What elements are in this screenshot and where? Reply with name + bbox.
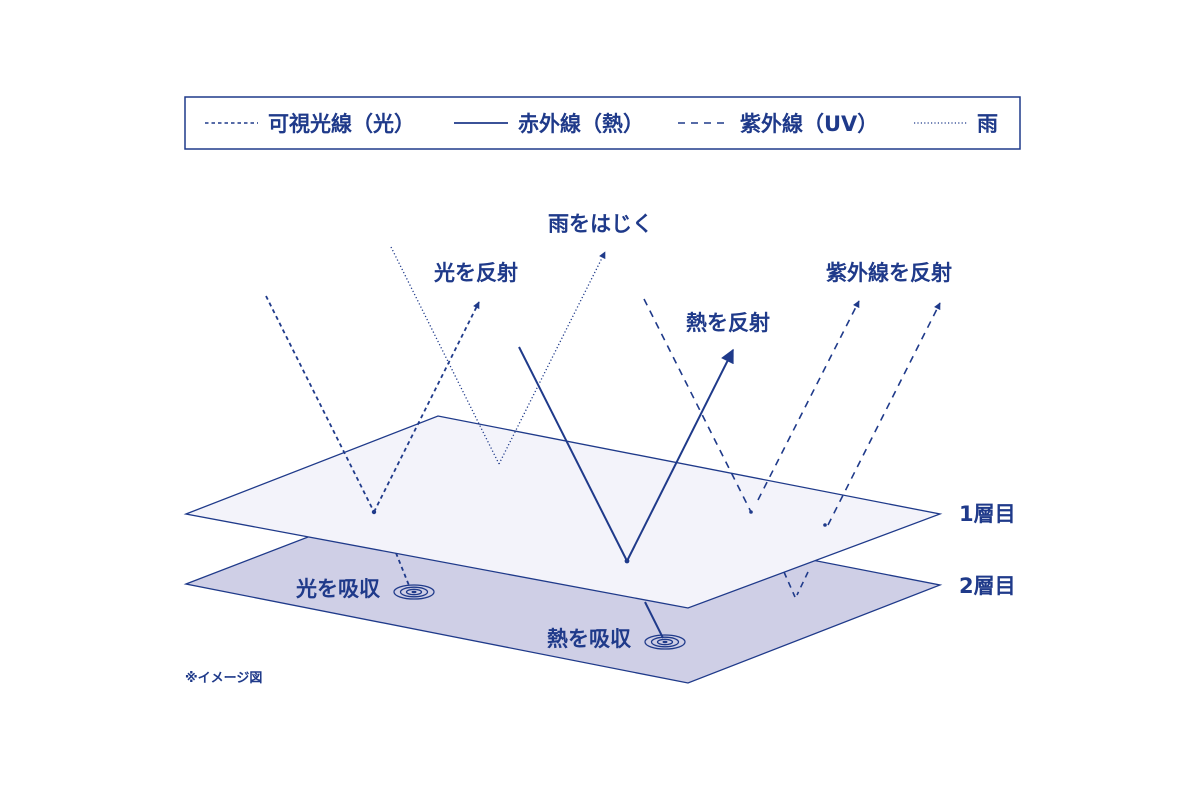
absorb-heat-label: 熱を吸収 [547,627,632,651]
heat-absorption-ripple-icon [644,634,686,650]
legend-label-ultraviolet: 紫外線（UV） [740,112,878,136]
ultraviolet-ray [643,298,941,527]
rain-ray [390,246,606,465]
repel-rain-label: 雨をはじく [548,212,653,236]
layer-1-label: 1層目 [959,502,1016,526]
layer-1-sheet [183,415,943,609]
uv-penetration-b [796,571,809,596]
infrared-penetration [644,601,664,639]
visible-light-ray [265,295,480,515]
uv-penetration-a [783,571,796,598]
layer-2-label: 2層目 [959,574,1016,598]
legend-frame [184,96,1021,150]
legend-label-infrared: 赤外線（熱） [518,112,644,136]
reflect-uv-label: 紫外線を反射 [826,261,952,285]
reflect-light-label: 光を反射 [433,261,518,285]
light-absorption-ripple-icon [393,584,435,600]
visible-light-penetration [395,552,411,589]
legend-label-visible-light: 可視光線（光） [268,112,415,136]
infrared-ray [518,346,734,564]
reflect-heat-label: 熱を反射 [686,311,770,335]
legend: 可視光線（光） 赤外線（熱） 紫外線（UV） 雨 [184,96,1021,150]
absorb-light-label: 光を吸収 [295,577,381,601]
image-note: ※イメージ図 [185,671,262,686]
legend-label-rain: 雨 [977,112,998,136]
